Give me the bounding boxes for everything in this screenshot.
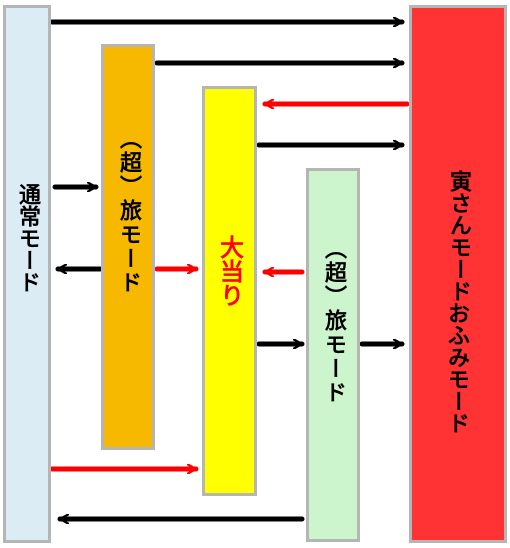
torasan-ofumi-mode-label: 寅さんモード おふみモード bbox=[412, 170, 504, 434]
chou-tabi-mode-right-box: （超）旅モード bbox=[306, 168, 360, 542]
normal-mode-box: 通常モード bbox=[3, 5, 51, 543]
jackpot-label: 大当り bbox=[215, 235, 244, 307]
torasan-ofumi-mode-box: 寅さんモード おふみモード bbox=[409, 5, 507, 543]
chou-tabi-mode-right-label: （超）旅モード bbox=[321, 237, 346, 405]
jackpot-box: 大当り bbox=[202, 86, 257, 496]
ofumi-mode-label: おふみモード bbox=[444, 302, 469, 434]
chou-tabi-mode-left-box: （超）旅モード bbox=[101, 44, 155, 450]
normal-mode-label: 通常モード bbox=[15, 183, 40, 293]
chou-tabi-mode-left-label: （超）旅モード bbox=[116, 127, 141, 295]
torasan-mode-label: 寅さんモード bbox=[446, 170, 471, 302]
